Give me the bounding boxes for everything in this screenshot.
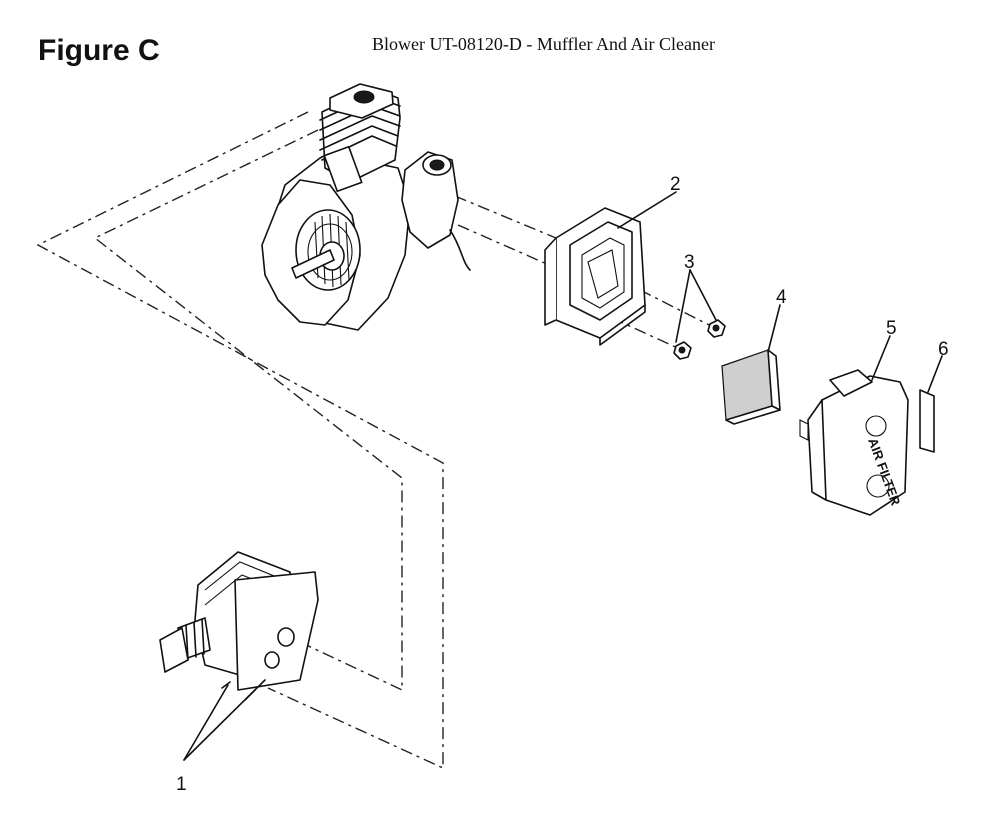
- part-6-label: [919, 389, 935, 453]
- figure-label: Figure C: [38, 34, 160, 67]
- part-4-filter-element: [721, 349, 781, 425]
- leader-lines: [183, 191, 943, 761]
- callout-2: 2: [670, 174, 681, 195]
- callout-6: 6: [938, 339, 949, 360]
- callout-4: 4: [776, 287, 787, 308]
- callout-5: 5: [886, 318, 897, 339]
- part-2-air-box: [544, 207, 646, 346]
- part-1-muffler: [159, 551, 319, 701]
- engine-assembly: [261, 83, 471, 331]
- assembly-guide-lines: [36, 111, 716, 770]
- callout-3: 3: [684, 252, 695, 273]
- part-3-nuts: [673, 319, 726, 360]
- callout-labels: 1 2 3 4 5 6: [176, 174, 949, 795]
- callout-1: 1: [176, 774, 187, 795]
- part-5-air-filter-cover: AIR FILTER: [799, 369, 909, 516]
- diagram-title: Blower UT-08120-D - Muffler And Air Clea…: [372, 34, 715, 54]
